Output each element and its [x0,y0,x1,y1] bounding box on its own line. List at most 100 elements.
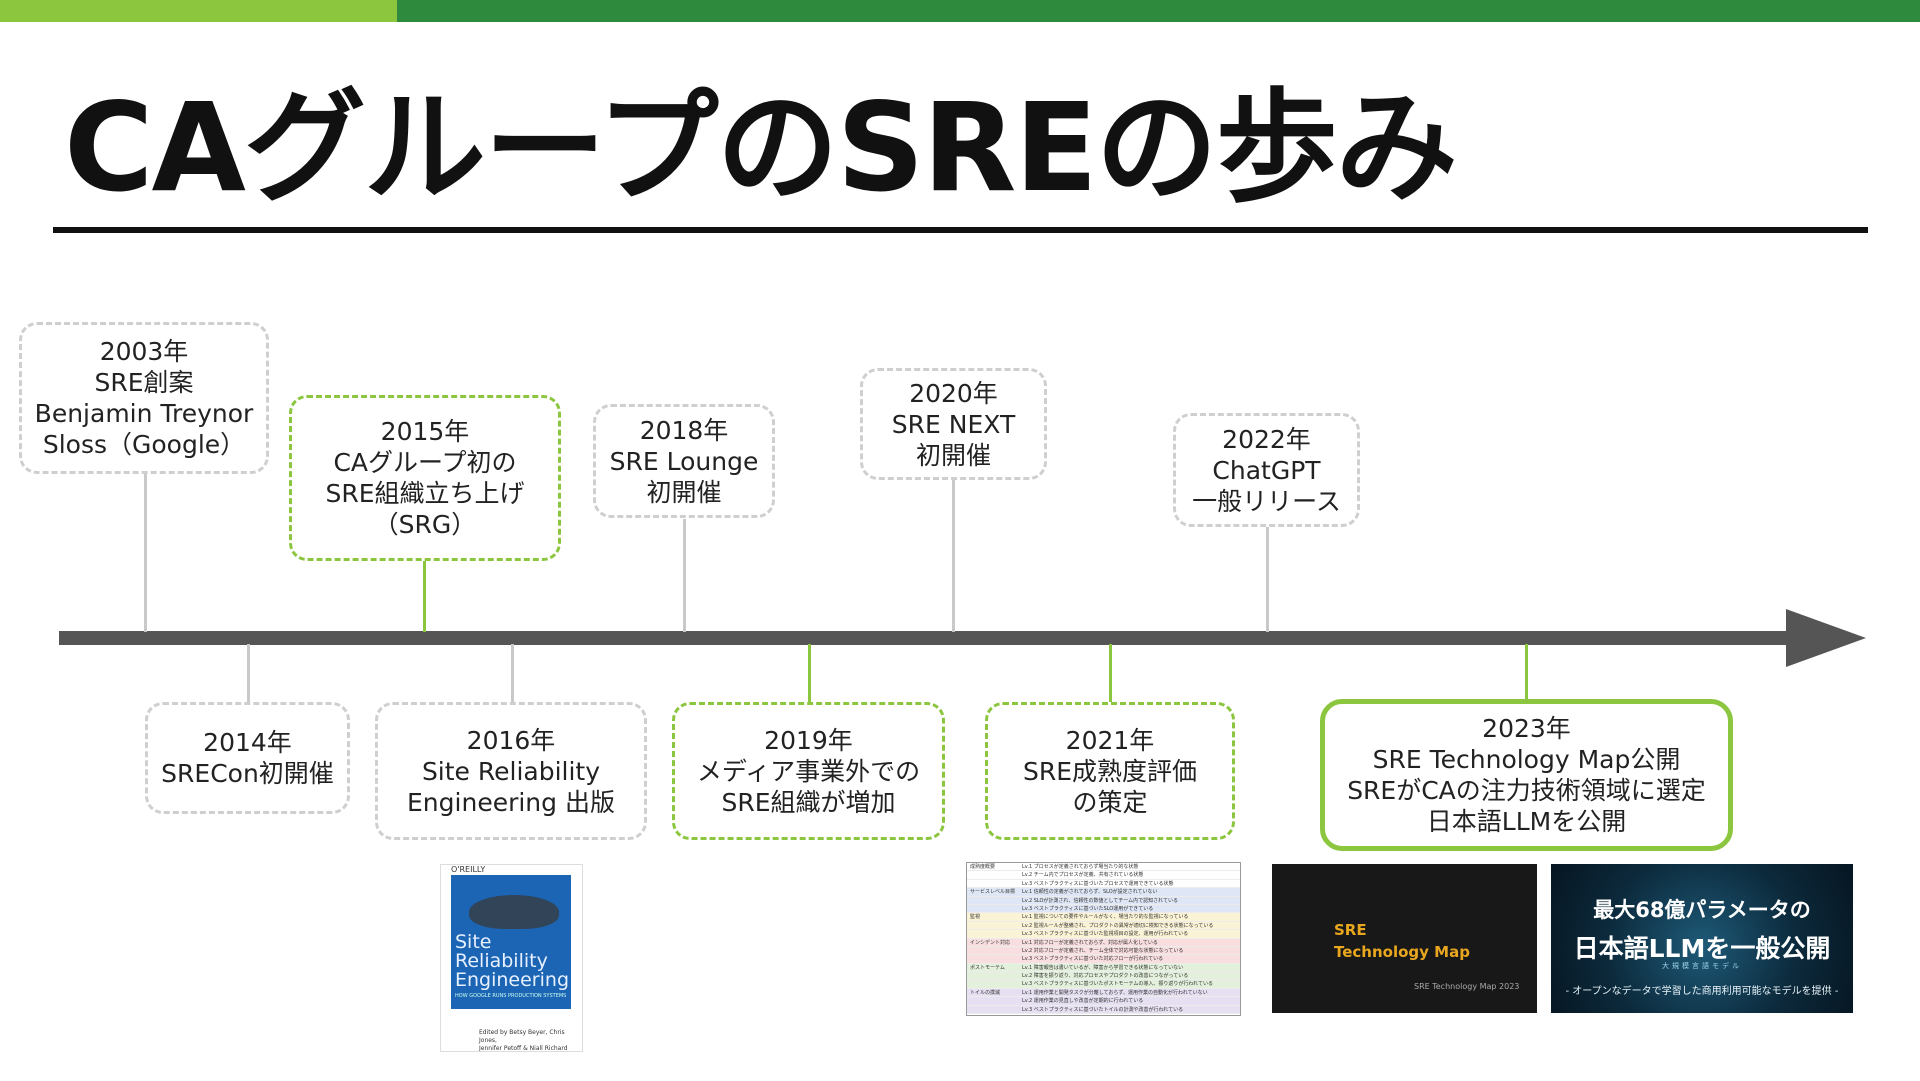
maturity-level-cell: Lv.1 監視についての要件やルールがなく、場当たり的な監視になっている [1022,914,1189,921]
maturity-category-cell [967,930,1022,937]
llm-tagline: 大規模言語モデル [1662,962,1742,970]
maturity-table-row: Lv.2 チーム内でプロセスが定義、共有されている状態 [967,871,1240,880]
maturity-table-row: Lv.3 ベストプラクティスに基づいたポストモーテムの導入、振り返りが行われてい… [967,980,1240,989]
event-2016: 2016年 Site Reliability Engineering 出版 [375,702,647,840]
maturity-table-row: Lv.2 監視ルールが整備され、プロダクトの異常が適切に検知できる状態になってい… [967,921,1240,931]
maturity-level-cell: Lv.2 障害を振り返り、対応プロセスやプロダクトの改善につながっている [1022,973,1189,980]
connector-2023 [1525,644,1528,702]
llm-headline-2: 日本語LLMを一般公開 [1573,934,1831,963]
maturity-category-cell: サービスレベル目標 [970,889,1016,896]
connector-2015 [423,560,426,632]
maturity-table-row: 監視 Lv.1 監視についての要件やルールがなく、場当たり的な監視になっている [967,913,1240,922]
maturity-level-cell: Lv.2 チーム内でプロセスが定義、共有されている状態 [1022,872,1144,879]
connector-2014 [247,644,250,702]
maturity-level-cell: Lv.2 SLOが計測され、信頼性の数値としてチーム内で認知されている [1022,897,1179,904]
event-year: 2021年 [1065,725,1155,755]
maturity-table-row: Lv.3 ベストプラクティスに基づいた対応フローが行われている [967,955,1240,964]
maturity-category-cell: ポストモーテム [970,964,1005,971]
maturity-category-cell [967,880,1022,887]
top-accent-bar-dark [397,0,1920,22]
maturity-category-cell [967,897,1022,904]
event-text: SRE Technology Map公開 SREがCAの注力技術領域に選定 日本… [1347,745,1706,836]
book-subtitle: HOW GOOGLE RUNS PRODUCTION SYSTEMS [455,993,567,999]
event-year: 2016年 [466,725,556,755]
maturity-level-cell: Lv.1 信頼性の定義がされておらず、SLOが設定されていない [1022,889,1158,896]
connector-2020 [952,479,955,632]
event-year: 2003年 [99,337,189,366]
event-year: 2023年 [1482,714,1571,743]
maturity-category-cell: 成熟度概要 [970,864,996,870]
maturity-category-cell [967,972,1022,979]
connector-2003 [144,474,147,632]
maturity-table-row: Lv.2 障害を振り返り、対応プロセスやプロダクトの改善につながっている [967,972,1240,981]
maturity-level-cell: Lv.1 運用作業と開発タスクが分離しておらず、運用作業の自動化が行われていない [1022,989,1208,996]
maturity-table-row: ポストモーテム Lv.1 障害報告は書いているが、障害から学習できる状態になってい… [967,963,1240,973]
connector-2016 [511,644,514,702]
maturity-category-cell [967,871,1022,878]
llm-caption: - オープンなデータで学習した商用利用可能なモデルを提供 - [1565,986,1839,997]
maturity-category-cell [967,997,1022,1004]
maturity-category-cell [967,947,1022,954]
event-text: SRE創案 Benjamin Treynor Sloss（Google） [34,368,254,459]
maturity-level-cell: Lv.3 ベストプラクティスに基づいたSLO運用ができている [1022,905,1154,912]
event-2014: 2014年 SRECon初開催 [145,702,350,814]
event-2021: 2021年 SRE成熟度評価 の策定 [985,702,1235,840]
timeline-arrowhead [1786,609,1866,667]
connector-2018 [683,519,686,632]
event-text: SRE成熟度評価 の策定 [1022,756,1198,817]
maturity-category-cell [967,922,1022,929]
maturity-category-cell: 監視 [970,914,981,921]
event-year: 2018年 [639,415,729,445]
top-accent-bar-light [0,0,397,22]
event-year: 2019年 [764,725,853,755]
connector-2022 [1266,526,1269,632]
event-2020: 2020年 SRE NEXT 初開催 [860,368,1047,480]
maturity-category-cell [967,905,1022,912]
book-cover-band [451,875,571,1009]
maturity-table-row: Lv.2 SLOが計測され、信頼性の数値としてチーム内で認知されている [967,896,1240,905]
maturity-level-cell: Lv.3 ベストプラクティスに基づいたプロセスで運用できている状態 [1022,880,1174,887]
maturity-table-row: Lv.2 運用作業の見直しや改善が定期的に行われている [967,997,1240,1006]
event-year: 2015年 [380,417,470,446]
event-2019: 2019年 メディア事業外での SRE組織が増加 [672,702,945,840]
maturity-table-row: Lv.2 対応フローが定義され、チーム全体で対応可能な状態になっている [967,946,1240,956]
slide-title: CAグループのSREの歩み [64,77,1458,219]
maturity-level-cell: Lv.2 運用作業の見直しや改善が定期的に行われている [1022,998,1144,1005]
maturity-table-row: Lv.3 ベストプラクティスに基づいたSLO運用ができている [967,904,1240,914]
japanese-llm-announcement-image: 最大68億パラメータの 日本語LLMを一般公開 大規模言語モデル - オープンな… [1551,864,1853,1013]
llm-headline-1: 最大68億パラメータの [1593,898,1811,922]
maturity-level-cell: Lv.1 対応フローが定義されておらず、対応が属人化している [1022,939,1158,946]
book-title: Site Reliability Engineering [455,931,569,991]
connector-2019 [808,644,811,702]
event-text: SRECon初開催 [161,759,334,788]
tech-map-caption: SRE Technology Map 2023 [1414,982,1520,991]
maturity-level-cell: Lv.1 障害報告は書いているが、障害から学習できる状態になっていない [1022,964,1184,971]
event-text: Site Reliability Engineering 出版 [407,756,615,817]
event-text: SRE NEXT 初開催 [891,409,1016,470]
connector-2021 [1109,644,1112,702]
timeline-axis [59,631,1789,645]
maturity-category-cell: インシデント対応 [970,939,1011,946]
maturity-category-cell [967,980,1022,987]
maturity-table-row: Lv.3 ベストプラクティスに基づいたトイルの計測や改善が行われている [967,1005,1240,1015]
maturity-table-row: Lv.3 ベストプラクティスに基づいた監視項目の設定、運用が行われている [967,930,1240,939]
maturity-category-cell [967,1006,1022,1013]
event-text: CAグループ初の SRE組織立ち上げ （SRG） [325,448,525,539]
maturity-level-cell: Lv.3 ベストプラクティスに基づいた対応フローが行われている [1022,956,1164,963]
event-2018: 2018年 SRE Lounge 初開催 [593,404,775,518]
maturity-level-cell: Lv.1 プロセスが定義されておらず場当たり的な状態 [1022,864,1139,870]
maturity-table-row: 成熟度概要 Lv.1 プロセスが定義されておらず場当たり的な状態 [967,863,1240,872]
sre-maturity-table-image: 成熟度概要 Lv.1 プロセスが定義されておらず場当たり的な状態 Lv.2 チーム内… [966,862,1241,1016]
event-2022: 2022年 ChatGPT 一般リリース [1173,413,1360,527]
sre-book-cover-image: O'REILLY Site Reliability Engineering HO… [440,864,583,1052]
maturity-table-row: インシデント対応 Lv.1 対応フローが定義されておらず、対応が属人化している [967,938,1240,947]
book-publisher-label: O'REILLY [451,865,486,874]
maturity-table-row: トイルの撲滅 Lv.1 運用作業と開発タスクが分離しておらず、運用作業の自動化が行… [967,988,1240,998]
maturity-category-cell [967,955,1022,962]
sre-technology-map-image: SRE Technology Map SRE Technology Map 20… [1272,864,1537,1013]
maturity-category-cell: トイルの撲滅 [970,989,1001,996]
maturity-table-row: Lv.3 ベストプラクティスに基づいたプロセスで運用できている状態 [967,879,1240,889]
maturity-level-cell: Lv.3 ベストプラクティスに基づいたポストモーテムの導入、振り返りが行われてい… [1022,981,1213,988]
event-2003: 2003年 SRE創案 Benjamin Treynor Sloss（Googl… [19,322,269,474]
maturity-table-row: サービスレベル目標 Lv.1 信頼性の定義がされておらず、SLOが設定されていない [967,888,1240,897]
